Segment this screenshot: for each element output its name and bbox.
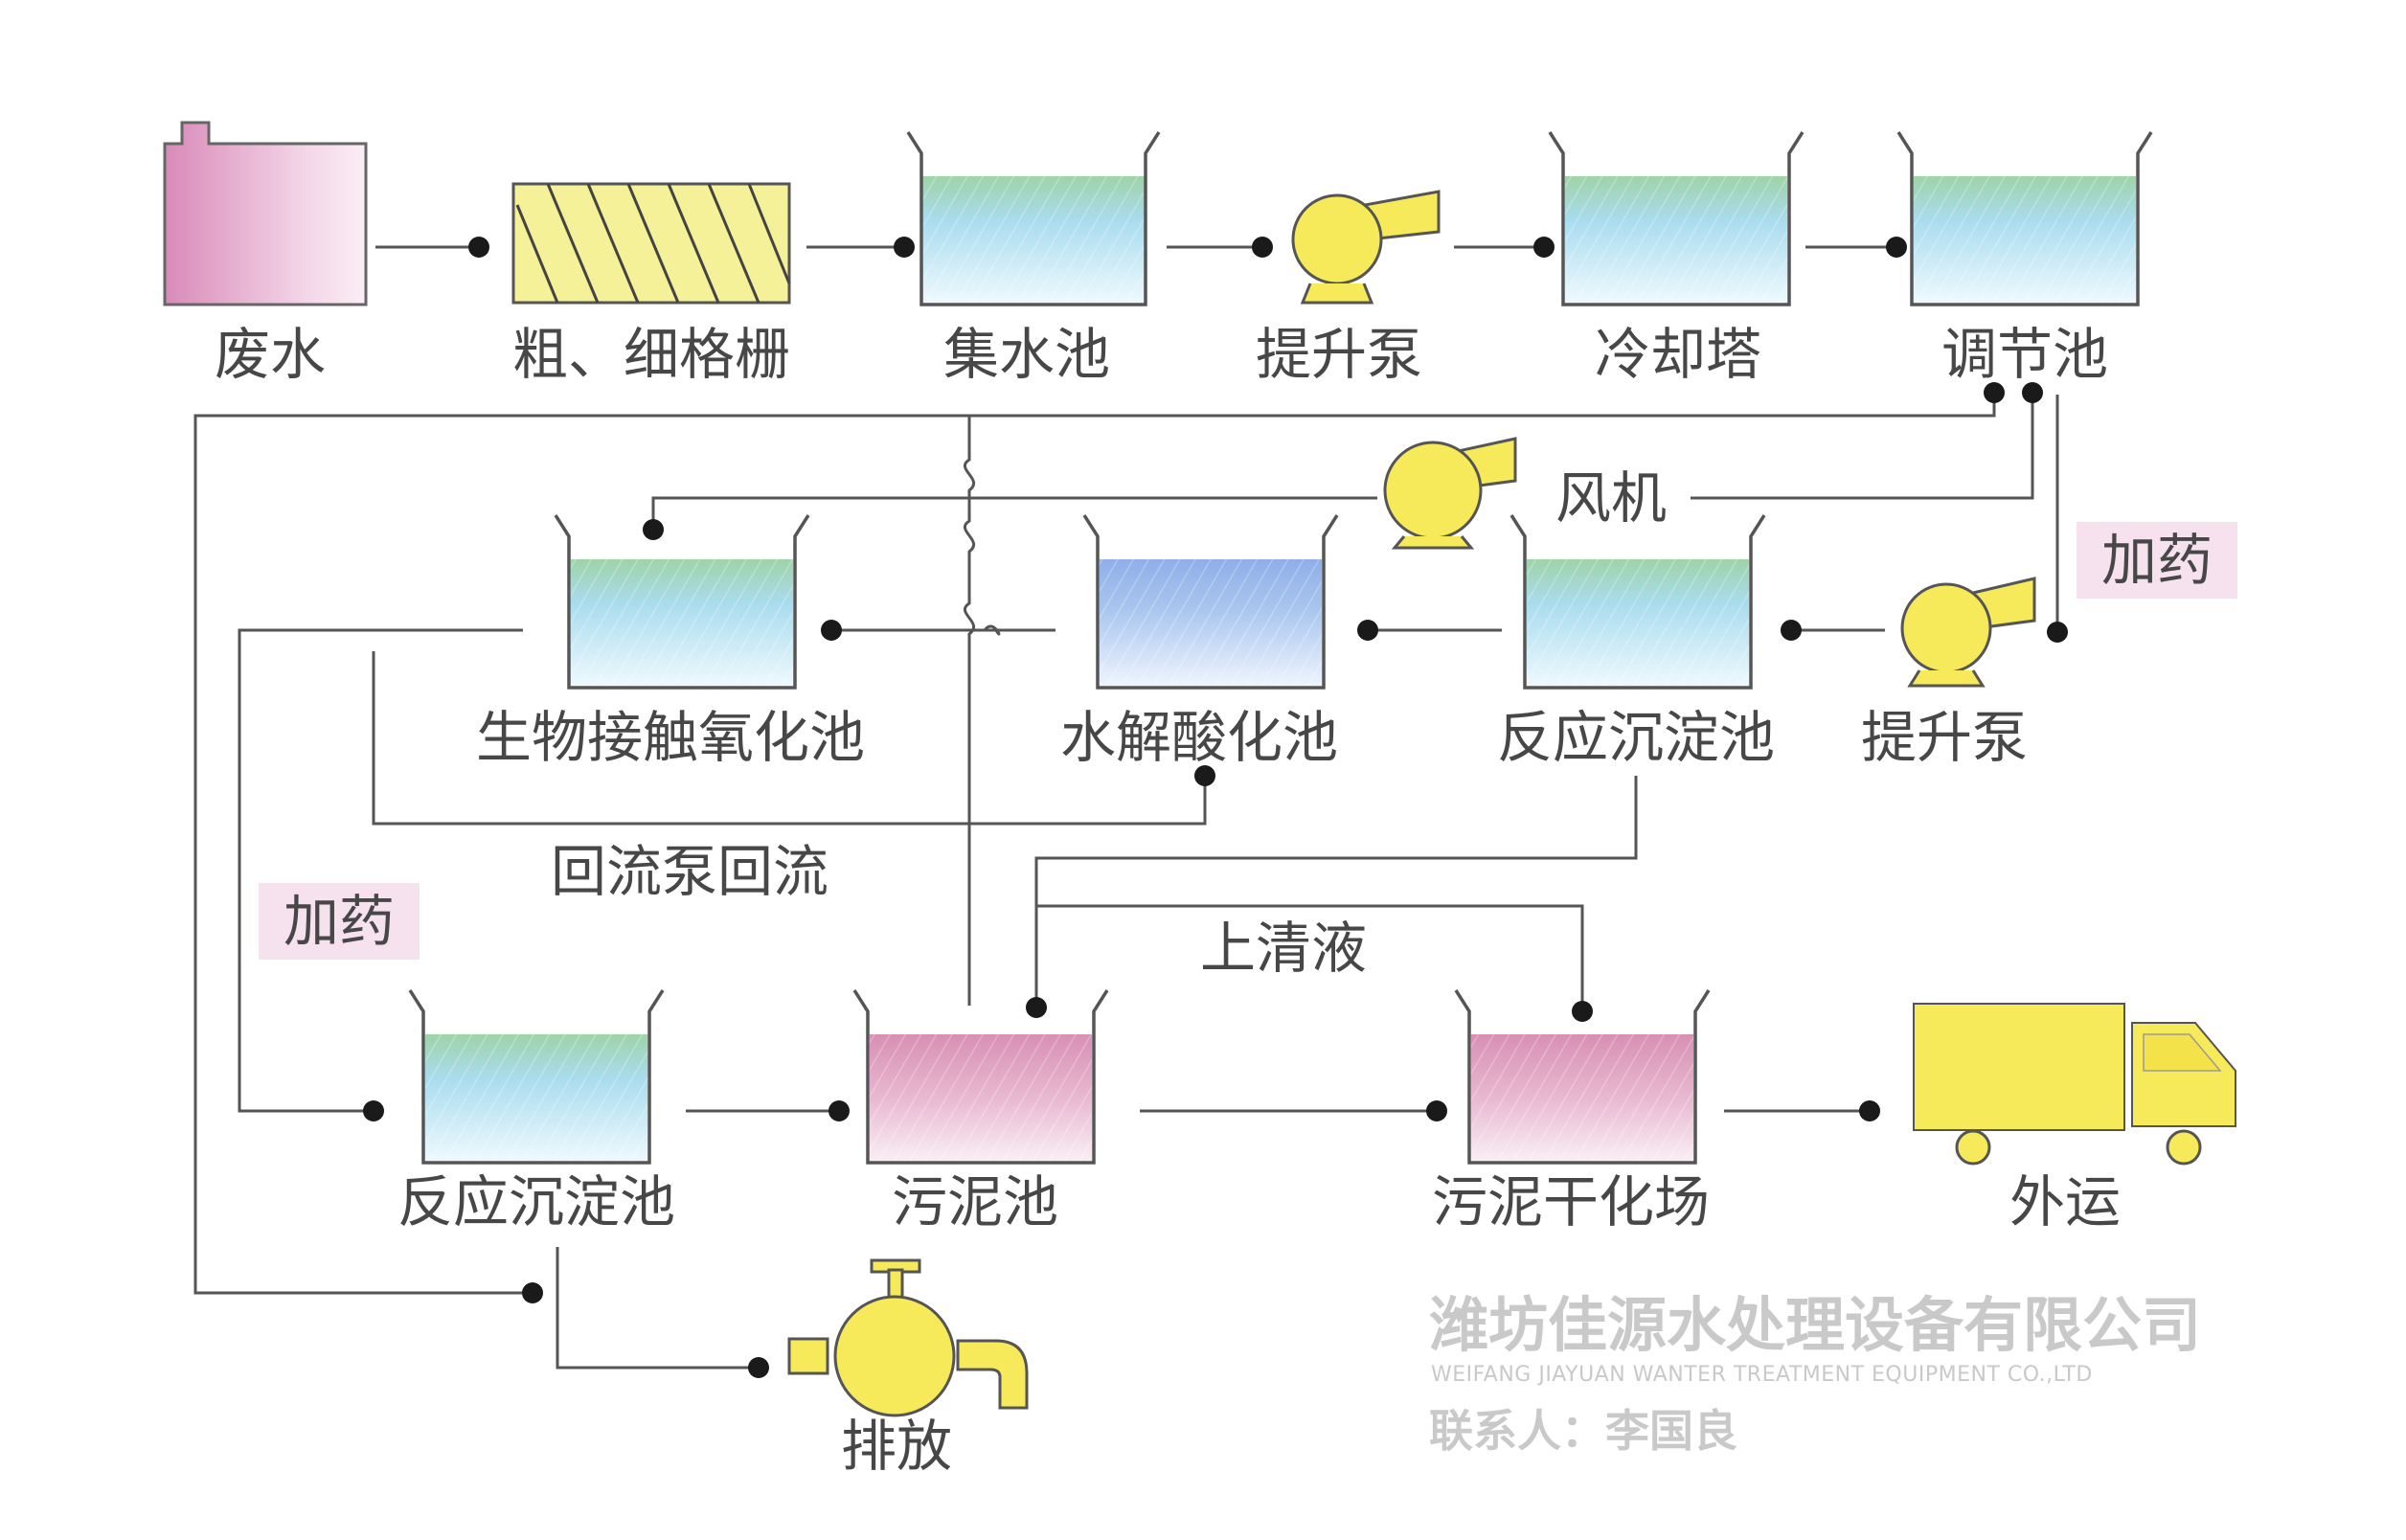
wastewater-container	[163, 121, 368, 306]
company-name: 潍坊佳源水处理设备有限公司	[1429, 1290, 2201, 1360]
cooling-tower	[1548, 131, 1804, 306]
regulating-tank	[1896, 131, 2153, 306]
hydrolysis-acidification-label: 水解酸化池	[1060, 705, 1338, 770]
blower-icon	[1383, 437, 1517, 550]
screens-label: 粗、细格栅	[512, 322, 790, 387]
cooling-tower-label: 冷却塔	[1595, 322, 1761, 387]
regulating-tank-label: 调节池	[1941, 322, 2108, 387]
dosing-left-badge	[259, 883, 420, 960]
reaction-sedimentation-tank-bottom	[408, 989, 665, 1165]
sludge-drying-field	[1454, 989, 1711, 1165]
discharge-label: 排放	[841, 1414, 952, 1479]
connector-lines	[193, 245, 2059, 1370]
sludge-tank-label: 污泥池	[892, 1169, 1058, 1234]
blower-label: 风机	[1555, 465, 1667, 531]
hydrolysis-acidification-tank	[1082, 514, 1339, 690]
supernatant-label: 上清液	[1200, 916, 1367, 981]
dosing-right-badge	[2077, 522, 2237, 599]
reaction-sedimentation-bottom-label: 反应沉淀池	[397, 1169, 675, 1234]
lift-pump-mid-label: 提升泵	[1861, 705, 2028, 770]
dosing-right-label: 加药	[2101, 528, 2213, 593]
return-pump-label: 回流泵回流	[551, 839, 828, 904]
company-watermark: 潍坊佳源水处理设备有限公司 WEIFANG JIAYUAN WANTER TRE…	[1429, 1290, 2201, 1457]
dosing-left-label: 加药	[284, 889, 395, 954]
lift-pump-mid-icon	[1900, 577, 2036, 688]
transport-label: 外运	[2009, 1169, 2121, 1234]
bio-contact-oxidation-tank	[554, 514, 810, 690]
reaction-sedimentation-tank-mid	[1509, 514, 1766, 690]
collection-tank	[906, 131, 1161, 306]
screens-grid	[511, 182, 791, 305]
truck-icon	[1913, 1003, 2236, 1166]
collection-tank-label: 集水池	[943, 322, 1110, 387]
reaction-sedimentation-mid-label: 反应沉淀池	[1497, 705, 1775, 770]
lift-pump-top-icon	[1291, 190, 1441, 305]
connection-dots	[363, 237, 2068, 1378]
wastewater-label: 废水	[215, 322, 326, 387]
discharge-faucet-icon	[787, 1258, 1029, 1417]
bio-contact-oxidation-label: 生物接触氧化池	[476, 705, 865, 770]
company-name-en: WEIFANG JIAYUAN WANTER TREATMENT EQUIPME…	[1431, 1363, 2093, 1387]
sludge-drying-label: 污泥干化场	[1432, 1169, 1710, 1234]
lift-pump-top-label: 提升泵	[1256, 322, 1422, 387]
contact-person: 联系人：李国良	[1429, 1405, 1737, 1457]
sludge-tank	[852, 989, 1109, 1165]
